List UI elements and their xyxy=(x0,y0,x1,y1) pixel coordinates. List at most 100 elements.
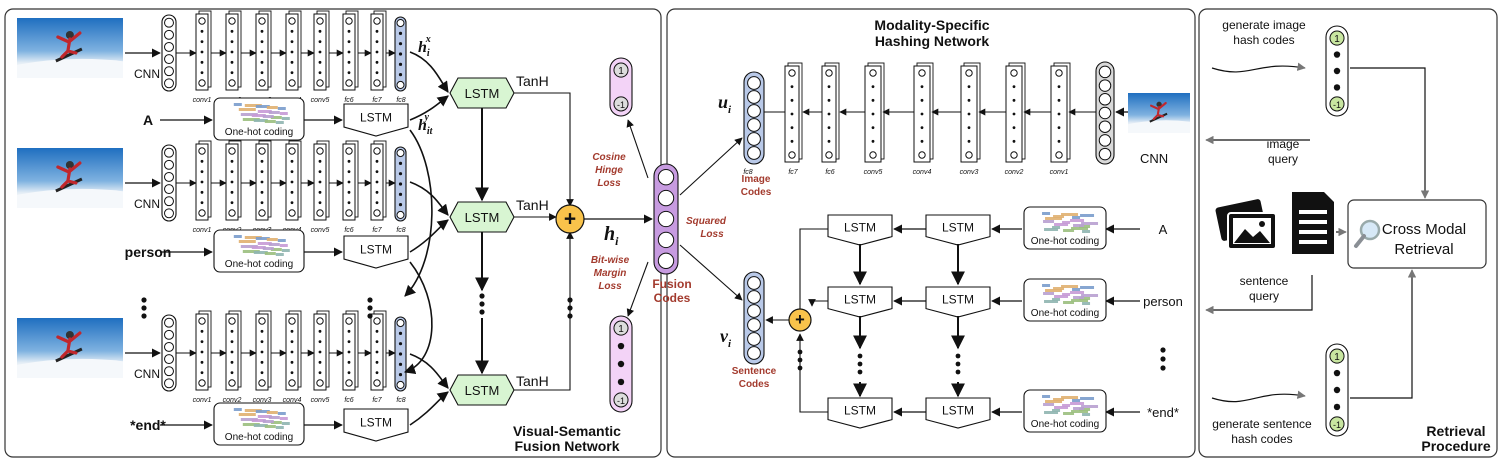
neuron xyxy=(288,17,296,25)
neuron xyxy=(316,79,324,87)
neuron xyxy=(747,104,761,118)
lstm-shape xyxy=(343,408,409,442)
wordcloud-word xyxy=(253,424,268,427)
dot xyxy=(871,112,875,116)
fusion-codes-1: Fusion xyxy=(652,277,691,291)
neuron xyxy=(228,209,236,217)
neuron xyxy=(1055,151,1063,159)
wordcloud-word xyxy=(255,105,270,108)
neuron xyxy=(1098,120,1112,133)
dot xyxy=(347,329,351,333)
neuron xyxy=(198,379,206,387)
sentence-codes-column xyxy=(743,271,765,365)
gen-sentence-1: generate sentence xyxy=(1212,417,1312,431)
wordcloud-word xyxy=(279,112,288,115)
neuron xyxy=(316,17,324,25)
lstm-to-fusion-3 xyxy=(409,391,449,426)
onehot-box-1: One-hot coding xyxy=(213,97,305,141)
dot xyxy=(398,203,403,207)
dot xyxy=(290,40,294,44)
neuron xyxy=(164,329,174,340)
dot xyxy=(290,201,294,205)
neuron xyxy=(747,132,761,146)
neuron xyxy=(164,78,174,89)
dot xyxy=(827,126,831,130)
hashing-title-line1: Modality-Specific xyxy=(874,17,989,33)
photo-rider xyxy=(56,31,82,59)
neuron xyxy=(657,189,675,207)
neuron xyxy=(198,209,206,217)
photo-snow xyxy=(17,188,123,208)
neuron xyxy=(198,317,206,325)
dot xyxy=(1012,139,1016,143)
ellipsis-dot xyxy=(1160,365,1166,371)
neuron xyxy=(747,346,761,360)
neuron xyxy=(918,69,926,77)
wordcloud-word xyxy=(1062,404,1071,407)
conv-label: fc8 xyxy=(396,227,405,234)
neuron xyxy=(198,17,206,25)
conv-layer-2 xyxy=(225,140,242,221)
gen-sentence-arrow xyxy=(1211,390,1306,403)
dot xyxy=(375,371,379,375)
image-gallery-icon xyxy=(1215,199,1277,250)
lstm-shape xyxy=(449,374,515,406)
wordcloud-word xyxy=(1070,291,1085,294)
sentence-codes-2: Codes xyxy=(739,379,770,390)
wordcloud-word xyxy=(244,104,262,107)
dot xyxy=(260,340,264,344)
hashing-conv-layer xyxy=(1050,62,1071,163)
neuron xyxy=(258,379,266,387)
tanh-path-1 xyxy=(514,92,574,207)
lstm-to-fusion-2 xyxy=(409,219,449,253)
neuron xyxy=(788,69,796,77)
wordcloud-word xyxy=(255,237,270,240)
fc8-to-lstm-1 xyxy=(409,51,449,93)
conv-layer-6 xyxy=(342,140,359,221)
image-query-1: image xyxy=(1267,137,1300,151)
sentence-query-arrow xyxy=(1205,275,1313,315)
dot xyxy=(1333,403,1341,411)
dot xyxy=(260,180,264,184)
neuron xyxy=(316,209,324,217)
neuron xyxy=(164,184,174,195)
hashing-layer-label: fc6 xyxy=(825,169,834,176)
collect-line-2 xyxy=(808,299,828,307)
dot xyxy=(347,350,351,354)
hashing-word-2: person xyxy=(1143,294,1183,309)
sentence-hash-pill: 1-1 xyxy=(1325,343,1349,437)
dot xyxy=(230,180,234,184)
wordcloud-word xyxy=(1043,292,1055,295)
hashing-layer-label: conv3 xyxy=(960,169,979,176)
conv-layer-2 xyxy=(225,10,242,91)
neuron xyxy=(164,317,174,328)
wordcloud-word xyxy=(1070,219,1085,222)
dot xyxy=(318,40,322,44)
conv-layer-5 xyxy=(313,310,330,391)
conv-label: fc7 xyxy=(372,97,382,104)
neuron xyxy=(657,210,675,228)
dot xyxy=(375,170,379,174)
dot xyxy=(318,201,322,205)
wordcloud-word xyxy=(1042,212,1051,215)
conv-layer-4 xyxy=(285,10,302,91)
input-photo-2 xyxy=(17,148,123,208)
wordcloud-word xyxy=(238,108,256,111)
lstm-shape xyxy=(449,201,515,233)
photo-rider xyxy=(56,161,82,189)
neuron xyxy=(164,66,174,77)
tanh-label-2: TanH xyxy=(516,197,549,213)
neuron xyxy=(747,146,761,160)
lstm-label: LSTM xyxy=(942,404,974,418)
magnifier-icon xyxy=(1354,219,1381,248)
code-bit xyxy=(613,392,629,408)
ellipsis-dot xyxy=(955,361,961,367)
dot xyxy=(290,190,294,194)
wordcloud-word xyxy=(242,118,260,121)
hashing-cnn-label: CNN xyxy=(1140,151,1168,166)
wordcloud-word xyxy=(257,242,272,245)
wordcloud-word xyxy=(266,238,278,241)
photo-head xyxy=(65,331,74,339)
conv-label: fc7 xyxy=(372,397,382,404)
lstm-shape xyxy=(343,103,409,137)
